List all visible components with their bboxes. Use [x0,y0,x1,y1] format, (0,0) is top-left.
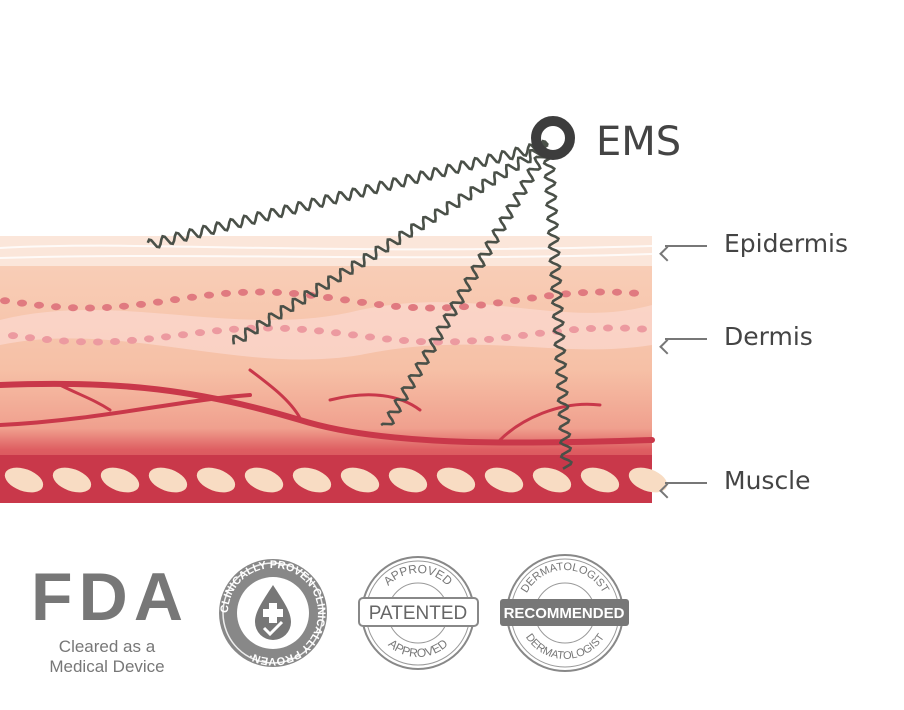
arrow-left-icon [665,482,707,484]
ems-waves [146,139,573,470]
label-epidermis: Epidermis [724,229,849,258]
label-dermis: Dermis [724,322,813,351]
muscle-fibers [4,467,668,493]
clinically-proven-badge: CLINICALLY PROVEN·CLINICALLY PROVEN· [219,559,327,667]
arrow-left-icon [665,245,707,247]
ems-emitter-icon [531,116,575,160]
blood-vessels [0,368,655,446]
ems-wave [541,143,573,470]
patented-center-text: PATENTED [369,603,468,624]
ems-label: EMS [596,119,681,165]
fda-title: FDA [31,559,183,635]
skin-layers [0,236,668,503]
fda-badge: FDA Cleared as a Medical Device [31,559,183,676]
dermatologist-badge: DERMATOLOGIST DERMATOLOGIST RECOMMENDED [500,554,629,672]
ems-wave [146,139,549,249]
arrow-left-icon [665,338,707,340]
ems-wave [380,143,549,427]
fda-line1: Cleared as a [59,637,156,656]
label-muscle: Muscle [724,466,811,495]
ems-wave [231,141,549,345]
derm-center-text: RECOMMENDED [504,605,625,622]
patented-badge: APPROVED APPROVED PATENTED [358,556,479,670]
fda-line2: Medical Device [49,657,164,676]
